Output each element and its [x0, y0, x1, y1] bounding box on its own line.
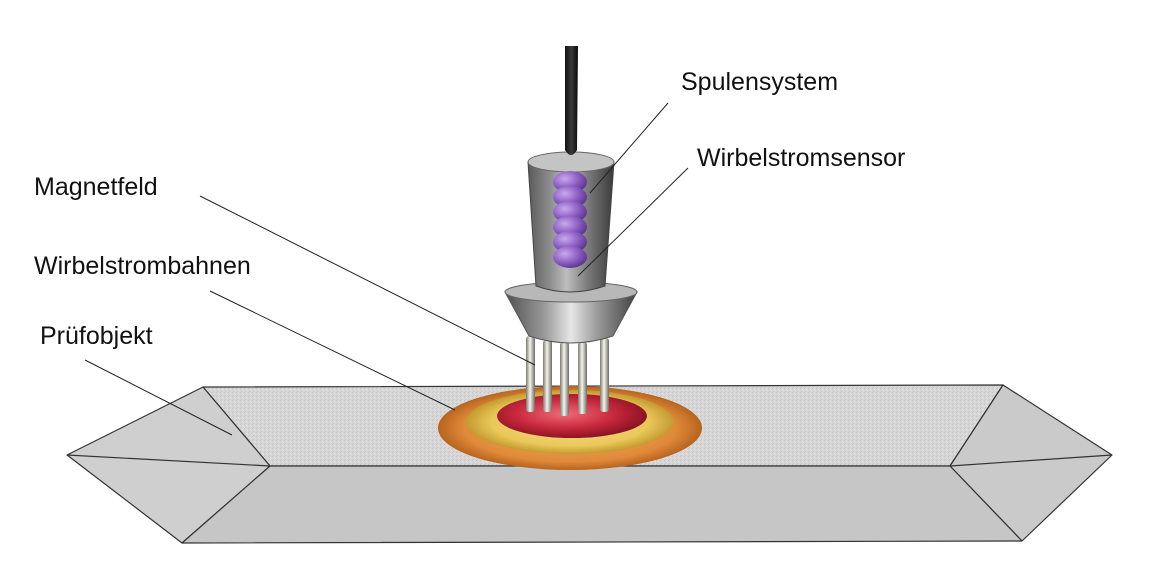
field-pin: [578, 342, 587, 414]
sensor-rod: [565, 46, 578, 155]
label-wirbelstromsensor: Wirbelstromsensor: [697, 144, 906, 172]
leader-line-magnetfeld: [199, 195, 536, 366]
field-pin: [600, 338, 609, 412]
leader-line-wirbelstrombahnen: [209, 290, 456, 411]
leader-line-pruefobjekt: [84, 359, 233, 436]
label-wirbelstrombahnen: Wirbelstrombahnen: [34, 252, 251, 280]
field-pin: [560, 342, 569, 416]
coil-turn: [553, 246, 587, 268]
label-magnetfeld: Magnetfeld: [34, 173, 158, 201]
leader-lines: [84, 102, 689, 436]
label-spulensystem: Spulensystem: [681, 68, 839, 96]
leader-line-spulensystem: [589, 102, 669, 194]
test-object-front-face: [181, 465, 1023, 544]
label-pruefobjekt: Prüfobjekt: [40, 322, 153, 350]
eddy-ring-inner: [497, 394, 647, 438]
leader-line-wirbelstromsensor: [577, 167, 689, 277]
eddy-current-paths: [438, 386, 702, 470]
field-pin: [543, 340, 552, 412]
magnetic-field-pins: [526, 336, 609, 416]
coil-system: [553, 171, 587, 268]
field-pin: [526, 336, 535, 412]
